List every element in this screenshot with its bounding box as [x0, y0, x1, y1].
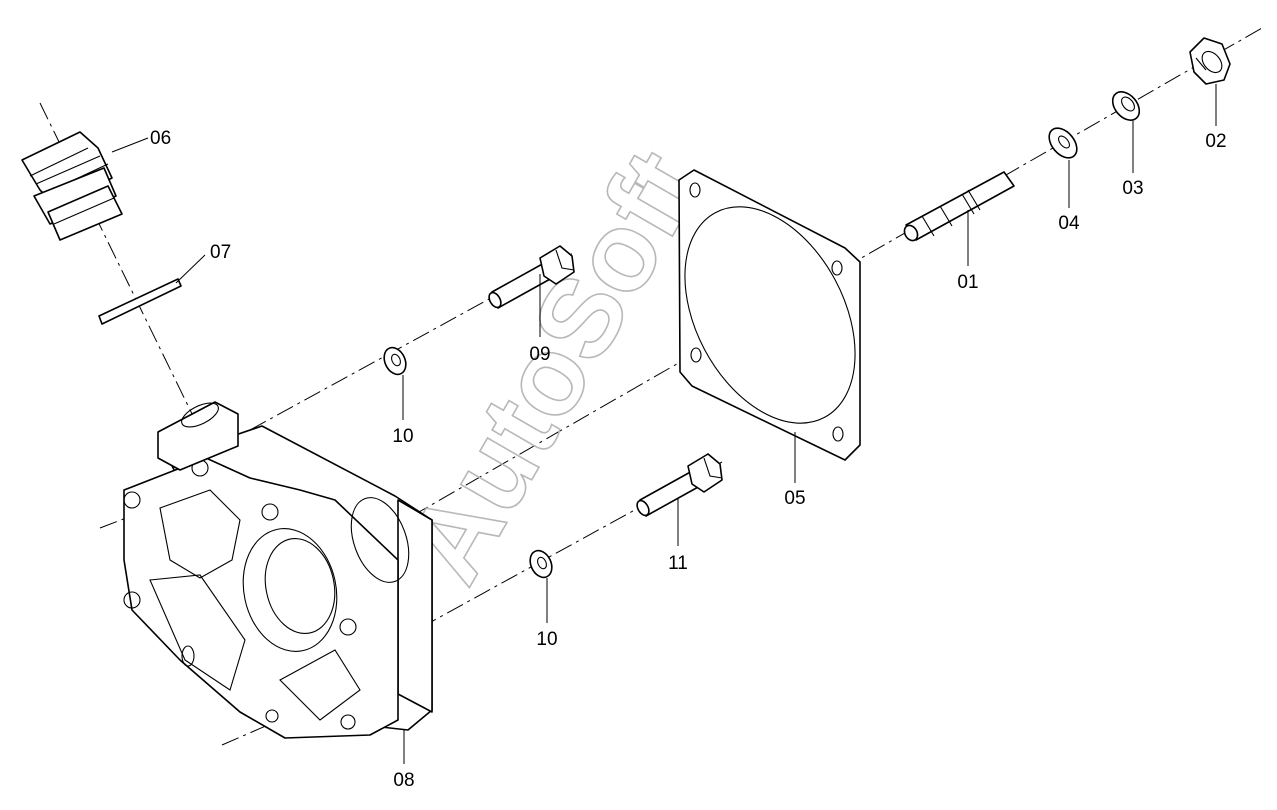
callout-09: 09 [529, 344, 550, 365]
callout-08: 08 [393, 770, 414, 791]
washer-part-10-upper [383, 346, 407, 376]
bolt-part-09 [488, 245, 575, 309]
shaft-part-01 [903, 171, 1015, 242]
callout-05: 05 [784, 488, 805, 509]
callout-11: 11 [668, 553, 688, 574]
spring-washer-part-03 [1111, 91, 1141, 121]
fitting-part-06 [21, 131, 123, 241]
seal-ring-part-07 [98, 278, 182, 325]
callout-03: 03 [1122, 178, 1143, 199]
callout-labels: 01 02 03 04 05 06 07 08 09 10 10 11 [150, 128, 1227, 791]
callout-04: 04 [1058, 213, 1080, 234]
housing-part-08 [123, 401, 433, 739]
washer-part-04 [1048, 127, 1078, 159]
gasket-part-05 [678, 169, 861, 461]
callout-06: 06 [150, 128, 171, 149]
callout-07: 07 [210, 242, 231, 263]
nut-part-02 [1189, 37, 1231, 85]
bolt-part-11 [636, 453, 723, 517]
callout-01: 01 [957, 272, 978, 293]
leader-lines [111, 84, 1217, 764]
callout-10-upper: 10 [392, 426, 413, 447]
callout-02: 02 [1205, 131, 1226, 152]
washer-part-10-lower [529, 549, 553, 579]
callout-10-lower: 10 [536, 629, 557, 650]
